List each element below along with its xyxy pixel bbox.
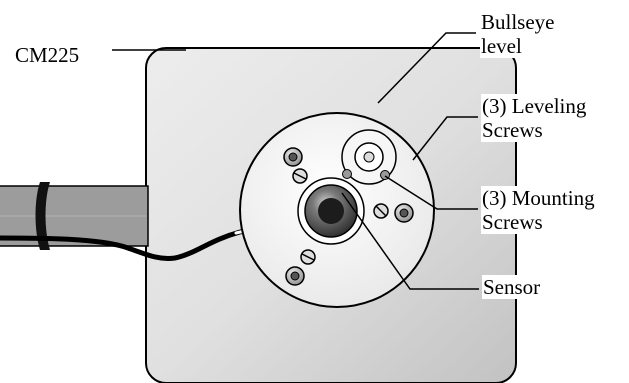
label-bullseye-line1: Bullseye: [481, 10, 555, 34]
label-mounting-line1: (3) Mounting: [482, 186, 595, 210]
leveling-screw-3: [285, 266, 305, 286]
label-leveling-line1: (3) Leveling: [482, 94, 587, 118]
mounting-screw-3: [300, 249, 316, 265]
label-mounting-screws: (3) Mounting Screws: [481, 186, 596, 234]
leveling-screw-2: [394, 203, 414, 223]
label-cm225-text: CM225: [15, 43, 80, 67]
label-bullseye-line2: level: [481, 34, 522, 58]
bullseye-leader: [377, 32, 476, 104]
leader-lines: [112, 32, 479, 290]
label-cm225: CM225: [14, 43, 80, 67]
mounting-screw-2: [373, 203, 389, 219]
mounting-screw-1: [292, 168, 308, 184]
label-mounting-line2: Screws: [482, 210, 543, 234]
leveling-leader: [412, 116, 478, 161]
label-leveling-line2: Screws: [482, 118, 543, 142]
label-sensor-text: Sensor: [483, 275, 541, 299]
sensor-head: [297, 177, 365, 245]
bullseye-screw-1: [342, 169, 352, 179]
label-sensor: Sensor: [482, 275, 542, 299]
label-leveling-screws: (3) Leveling Screws: [481, 94, 588, 142]
leveling-screw-1: [283, 147, 303, 167]
sensor-leader: [341, 192, 479, 290]
sensor-cable: [0, 215, 303, 261]
label-bullseye-level: Bullseye level: [480, 10, 556, 58]
cable-tie-icon: [35, 182, 50, 250]
mounting-leader: [384, 175, 478, 210]
bullseye-level: [341, 129, 397, 185]
